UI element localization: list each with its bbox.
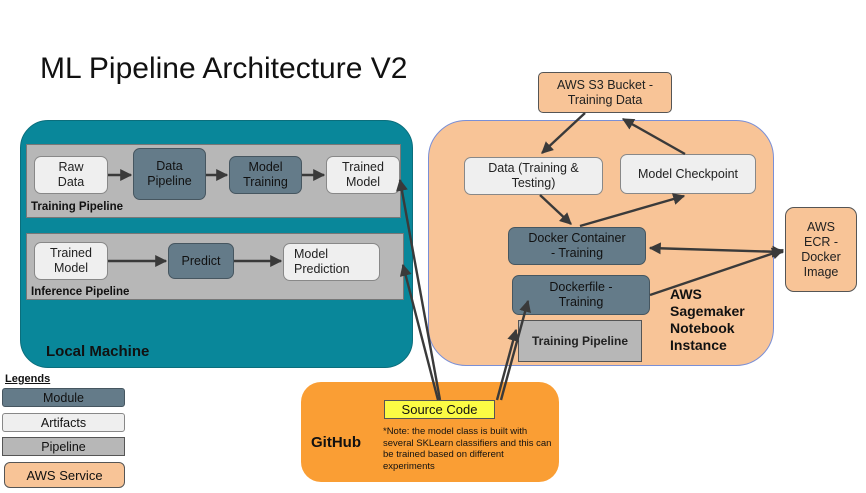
aws-training-pipeline-node: Training Pipeline: [518, 320, 642, 362]
legend-module: Module: [2, 388, 125, 407]
dockerfile-node: Dockerfile -Training: [512, 275, 650, 315]
arrow-dockerfile-to-ecr: [649, 247, 785, 297]
model-checkpoint-node: Model Checkpoint: [620, 154, 756, 194]
legend-title: Legends: [5, 373, 51, 385]
s3-bucket-node: AWS S3 Bucket -Training Data: [538, 72, 672, 113]
arrow-data-to-container: [539, 194, 572, 225]
arrow-s3-to-data: [541, 112, 586, 154]
arrow-source-to-trained-model: [396, 178, 442, 401]
arrow-checkpoint-to-s3: [621, 117, 686, 156]
training-pipeline-label: Training Pipeline: [31, 201, 124, 213]
github-label: GitHub: [311, 434, 361, 451]
local-machine-label: Local Machine: [46, 343, 150, 360]
predict-node: Predict: [168, 243, 234, 279]
arrow-container-ecr: [648, 242, 785, 258]
source-code-node: Source Code: [384, 400, 495, 419]
arrow-source-to-aws-pipeline: [495, 328, 519, 401]
arrow-container-to-checkpoint: [579, 193, 686, 228]
legend-artifacts: Artifacts: [2, 413, 125, 432]
github-region: [301, 382, 559, 482]
docker-container-node: Docker Container- Training: [508, 227, 646, 265]
arrow-source-to-dockerfile: [499, 299, 531, 401]
data-training-testing-node: Data (Training &Testing): [464, 157, 603, 195]
legend-aws-service: AWS Service: [4, 462, 125, 488]
inference-pipeline-label: Inference Pipeline: [31, 286, 130, 298]
arrow-source-to-inference: [399, 263, 440, 401]
legend-pipeline: Pipeline: [2, 437, 125, 456]
diagram-title: ML Pipeline Architecture V2: [40, 52, 408, 85]
github-note: *Note: the model class is built with sev…: [383, 426, 552, 472]
